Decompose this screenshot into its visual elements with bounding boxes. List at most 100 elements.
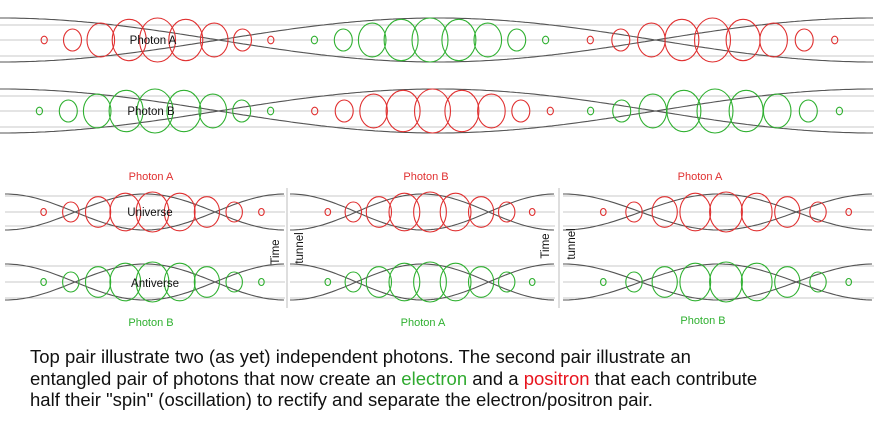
photon-b-circle: [266, 106, 275, 116]
photon-b-circle: [311, 106, 319, 116]
universe-circle: [84, 196, 112, 228]
photon-b-circle: [136, 88, 174, 134]
photon-a-circle: [441, 18, 477, 62]
photon-b-circle: [413, 88, 452, 134]
photon-b-circle: [546, 106, 554, 116]
photon-a-circle: [333, 28, 353, 52]
photon-a-circle: [586, 35, 594, 45]
antiverse-circle: [365, 266, 393, 298]
photon-b-circle: [696, 88, 734, 134]
wave-layer: [0, 17, 874, 308]
photon-a-circle: [86, 22, 116, 58]
universe-circle: [344, 201, 363, 223]
photon-a-circle: [310, 35, 319, 45]
antiverse-circle: [193, 266, 221, 298]
antiverse-circle: [135, 261, 170, 303]
antiverse-envelope: [563, 263, 873, 301]
antiverse-circle: [388, 262, 421, 302]
antiverse-label: Antiverse: [131, 278, 179, 290]
photon-a-circle: [473, 22, 503, 58]
panel-3-footer: Photon B: [680, 315, 725, 327]
universe-circle: [740, 192, 773, 232]
photon-a-circle: [62, 28, 83, 52]
antiverse-circle: [651, 266, 678, 298]
tunnel-label-1: tunnel: [294, 232, 306, 263]
photon-a-circle: [541, 35, 550, 45]
time-label-1: Time: [270, 239, 282, 264]
photon-b-circle: [586, 106, 595, 116]
antiverse-circle: [845, 277, 853, 287]
photon-b-circle: [385, 89, 421, 133]
panel-1-footer: Photon B: [128, 317, 173, 329]
photon-b-circle: [477, 93, 506, 129]
photon-a-circle: [199, 22, 229, 58]
photon-b-circle: [444, 89, 480, 133]
caption-line-2: entangled pair of photons that now creat…: [30, 368, 870, 390]
time-label-2: Time: [540, 233, 552, 258]
photon-a-circle: [411, 17, 449, 63]
antiverse-circle: [528, 277, 536, 287]
panel-3-header: Photon A: [678, 171, 723, 183]
photon-a-circle: [383, 18, 419, 62]
photon-a-circle: [759, 22, 788, 58]
antiverse-circle: [258, 277, 265, 287]
photon-a-circle: [138, 17, 177, 63]
universe-circle: [135, 191, 170, 233]
caption-line-3: half their "spin" (oscillation) to recti…: [30, 389, 653, 410]
antiverse-circle: [599, 277, 607, 287]
photon-a-circle: [267, 35, 275, 45]
universe-circle: [163, 192, 196, 232]
photon-a-circle: [507, 28, 527, 52]
top-photon-b-label: Photon B: [127, 106, 175, 118]
caption: Top pair illustrate two (as yet) indepen…: [30, 346, 870, 411]
universe-circle: [497, 201, 516, 223]
photon-b-circle: [612, 99, 632, 123]
photon-diagram: Photon A Photon B Photon A Photon B Phot…: [0, 17, 874, 329]
photon-b-circle: [82, 93, 112, 129]
antiverse-circle: [109, 262, 142, 302]
photon-a-circle: [40, 35, 48, 45]
photon-b-circle: [35, 106, 44, 116]
universe-circle: [439, 192, 472, 232]
photon-b-circle: [666, 89, 702, 133]
universe-circle: [193, 196, 221, 228]
top-photon-a-label: Photon A: [130, 35, 177, 47]
universe-circle: [467, 196, 495, 228]
universe-circle: [845, 207, 853, 217]
panel-2-footer: Photon A: [401, 317, 446, 329]
antiverse-circle: [62, 271, 80, 293]
antiverse-circle: [439, 262, 472, 302]
antiverse-circle: [163, 262, 196, 302]
photon-a-circle: [693, 17, 732, 63]
panel-1-header: Photon A: [129, 171, 174, 183]
universe-circle: [225, 201, 243, 223]
caption-line-2-start: entangled pair of photons that now creat…: [30, 367, 402, 389]
antiverse-circle: [740, 262, 773, 302]
antiverse-circle: [809, 271, 827, 293]
antiverse-circle: [497, 271, 516, 293]
antiverse-envelope: [563, 263, 873, 301]
antiverse-circle: [774, 266, 801, 298]
photon-b-circle: [798, 99, 818, 123]
antiverse-circle: [709, 261, 743, 303]
antiverse-circle: [40, 277, 47, 287]
photon-a-circle: [831, 35, 839, 45]
universe-circle: [109, 192, 142, 232]
photon-b-circle: [58, 99, 78, 123]
universe-circle: [40, 207, 47, 217]
universe-envelope: [563, 193, 873, 231]
universe-circle: [528, 207, 536, 217]
universe-circle: [625, 201, 643, 223]
universe-circle: [599, 207, 607, 217]
antiverse-circle: [679, 262, 712, 302]
photon-b-circle: [166, 89, 202, 133]
caption-line-2-middle: and a: [467, 367, 524, 389]
universe-circle: [258, 207, 265, 217]
antiverse-circle: [344, 271, 363, 293]
tunnel-label-2: tunnel: [566, 228, 578, 259]
antiverse-circle: [324, 277, 332, 287]
photon-a-circle: [611, 28, 631, 52]
universe-circle: [413, 191, 447, 233]
photon-a-circle: [357, 22, 387, 58]
caption-line-2-end: that each contribute: [589, 367, 758, 389]
